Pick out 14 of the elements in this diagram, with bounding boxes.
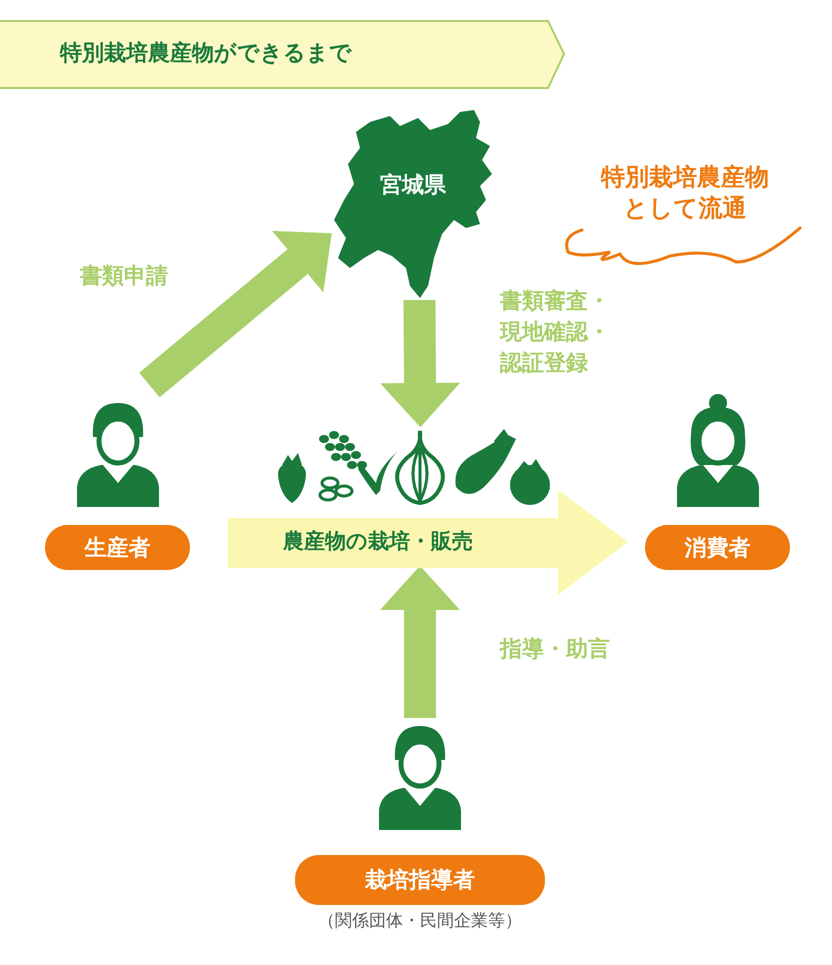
role-pill: 消費者 (645, 525, 790, 570)
callout-note: 特別栽培農産物として流通 (600, 162, 770, 224)
prefecture-label: 宮城県 (380, 172, 446, 200)
arrow (380, 300, 460, 428)
edge-label: 書類申請 (80, 263, 169, 291)
diagram-title: 特別栽培農産物ができるまで (60, 40, 352, 68)
role-pill: 生産者 (45, 525, 190, 570)
band-label: 農産物の栽培・販売 (283, 528, 473, 555)
arrow (380, 566, 460, 718)
arrow (139, 230, 332, 398)
role-pill: 栽培指導者 (295, 855, 545, 905)
edge-label: 指導・助言 (500, 636, 611, 664)
node-caption: （関係団体・民間企業等） (317, 910, 523, 932)
edge-label: 書類審査・現地確認・認証登録 (500, 288, 611, 378)
